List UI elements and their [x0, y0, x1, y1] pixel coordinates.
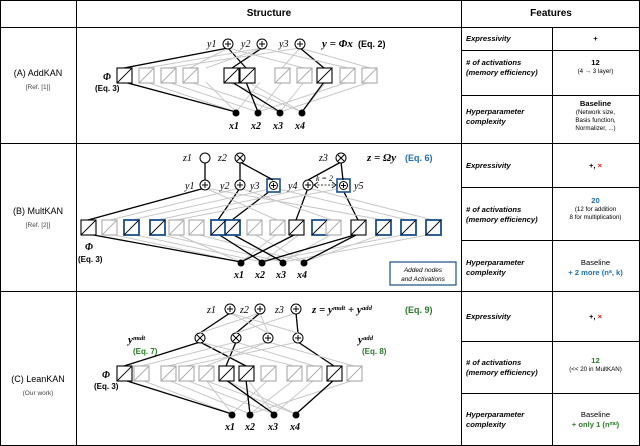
- leankan-hyper-value: Baseline + only 1 (nᵐᵘ): [571, 410, 620, 429]
- multkan-activations-value: 20 (12 for addition 8 for multiplication…: [569, 196, 622, 221]
- leankan-equation: z = yᵐᵘˡᵗ + yᵃᵈᵈ: [311, 304, 372, 316]
- leankan-z-label: z2: [239, 305, 249, 316]
- row-name-leankan: (C) LeanKAN (Our work): [0, 374, 76, 397]
- multkan-expressivity-label: Expressivity: [466, 161, 511, 170]
- row-name-multkan: (B) MultKAN [Ref. [2]]: [0, 206, 76, 229]
- leankan-activations-value: 12 (<< 20 in MultKAN): [569, 356, 622, 373]
- multkan-input-label: x1: [233, 270, 244, 281]
- row-ref-leankan: (Our work): [22, 390, 54, 397]
- leankan-equation-ref: (Eq. 9): [405, 305, 433, 315]
- multkan-y-label: y1: [184, 181, 194, 192]
- leankan-yadd-eq: (Eq. 8): [362, 347, 387, 356]
- leankan-activations-label: # of activations (memory efficiency): [466, 358, 538, 377]
- leankan-ymult-eq: (Eq. 7): [133, 347, 158, 356]
- addkan-activations-label: # of activations (memory efficiency): [466, 58, 538, 77]
- addkan-expressivity-label: Expressivity: [466, 34, 511, 43]
- leankan-input-label: x4: [289, 422, 300, 433]
- addkan-output-label: y2: [240, 39, 250, 50]
- addkan-equation-ref: (Eq. 2): [358, 39, 386, 49]
- multkan-equation: z = Ωy: [366, 152, 396, 164]
- multkan-equation-ref: (Eq. 6): [405, 153, 433, 163]
- addkan-input-label: x2: [250, 121, 261, 132]
- multkan-y-label: y3: [249, 181, 259, 192]
- leankan-phi-eq: (Eq. 3): [94, 382, 119, 391]
- leankan-expressivity-label: Expressivity: [466, 312, 511, 321]
- features-header: Features: [530, 8, 572, 19]
- addkan-input-label: x4: [294, 121, 305, 132]
- addkan-equation: y = Φx: [320, 38, 353, 50]
- addkan-activations-value: 12 (4 → 3 layer): [577, 58, 614, 75]
- multkan-phi-label: Φ: [85, 242, 93, 253]
- addkan-phi-label: Φ: [103, 72, 111, 83]
- multkan-z-label: z3: [318, 153, 328, 164]
- multkan-input-label: x4: [296, 270, 307, 281]
- addkan-expressivity-value: +: [593, 34, 598, 43]
- multkan-z-label: z2: [217, 153, 227, 164]
- leankan-hyper-label: Hyperparameter complexity: [466, 410, 525, 429]
- multkan-phi-eq: (Eq. 3): [78, 255, 103, 264]
- leankan-z-label: z3: [274, 305, 284, 316]
- addkan-output-label: y1: [206, 39, 216, 50]
- multkan-k-label: k = 2: [316, 174, 333, 183]
- addkan-input-label: x3: [272, 121, 283, 132]
- multkan-input-label: x3: [275, 270, 286, 281]
- multkan-z-label: z1: [182, 153, 192, 164]
- multkan-hyper-value: Baseline + 2 more (nᵃ, k): [568, 258, 623, 277]
- multkan-legend-line2: and Activations: [401, 276, 446, 283]
- leankan-input-label: x3: [267, 422, 278, 433]
- structure-header: Structure: [246, 8, 292, 19]
- addkan-output-label: y3: [278, 39, 288, 50]
- multkan-hyper-label: Hyperparameter complexity: [466, 258, 525, 277]
- leankan-expressivity-mark: ×: [597, 312, 603, 321]
- row-name-addkan: (A) AddKAN [Ref. [1]]: [0, 68, 76, 91]
- multkan-expressivity-value: +, ×: [588, 161, 603, 170]
- row-ref-multkan: [Ref. [2]]: [25, 222, 51, 229]
- leankan-ymult-label: yᵐᵘˡᵗ: [126, 334, 146, 346]
- leankan-expressivity-value: +, ×: [588, 312, 603, 321]
- addkan-hyper-label: Hyperparameter complexity: [466, 107, 525, 126]
- addkan-phi-eq: (Eq. 3): [95, 84, 120, 93]
- multkan-y-label: y4: [287, 181, 297, 192]
- multkan-legend-box: [389, 261, 457, 286]
- multkan-activations-label: # of activations (memory efficiency): [466, 205, 538, 224]
- leankan-input-label: x1: [224, 422, 235, 433]
- leankan-yadd-label: yᵃᵈᵈ: [356, 334, 373, 346]
- multkan-y-label: y2: [219, 181, 229, 192]
- multkan-legend-line1: Added nodes: [403, 267, 443, 274]
- multkan-expressivity-mark: ×: [597, 161, 603, 170]
- row-ref-addkan: [Ref. [1]]: [25, 84, 51, 91]
- leankan-phi-label: Φ: [102, 370, 110, 381]
- multkan-input-label: x2: [254, 270, 265, 281]
- leankan-z-label: z1: [206, 305, 216, 316]
- addkan-input-label: x1: [228, 121, 239, 132]
- multkan-y-label: y5: [353, 181, 363, 192]
- leankan-input-label: x2: [244, 422, 255, 433]
- addkan-hyper-value: Baseline (Network size, Basis function, …: [575, 99, 616, 132]
